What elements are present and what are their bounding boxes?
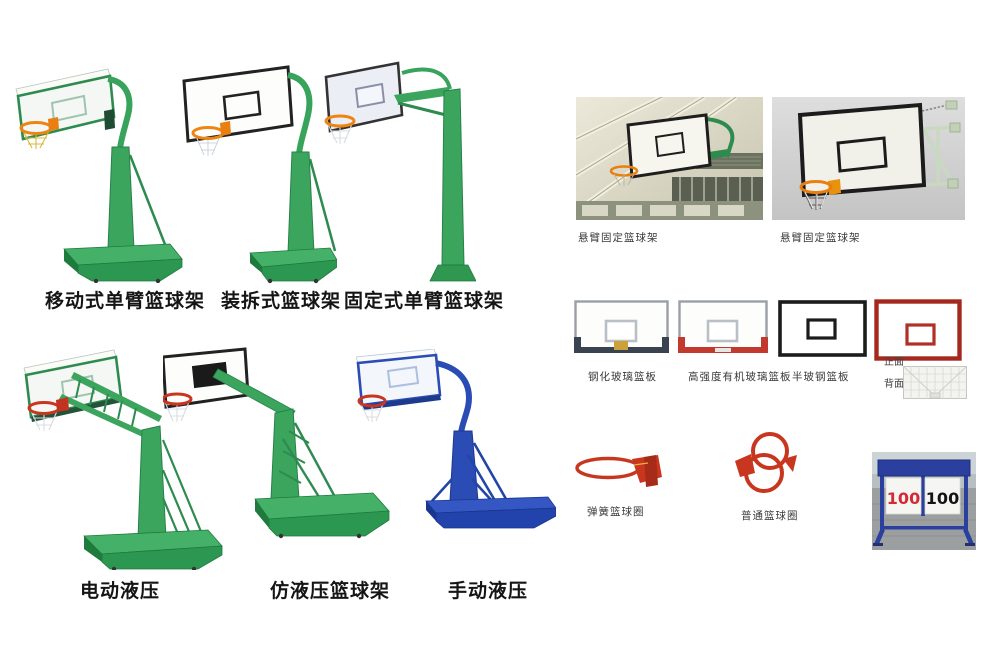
smc-backboard-drawing [778,300,867,357]
detachable-stand-figure [172,57,337,285]
scoreboard-photo: 100 100 [872,452,976,550]
fixed-single-arm-stand-figure [318,57,476,285]
wall-mounted-photo-1 [576,97,763,220]
wall-mounted-photo-1-drawing [576,97,763,220]
scoreboard-drawing: 100 100 [872,452,976,550]
wall-mounted-photo-2 [772,97,965,220]
backboard-back-label: 背面 [884,379,904,390]
red-backboard-back-figure [903,366,967,399]
wall-mounted-label-1: 悬臂固定篮球架 [578,232,659,244]
manual-hydraulic-stand-figure [356,349,556,567]
manual-hydraulic-stand-drawing [356,349,556,529]
stand2-label: 装拆式篮球架 [220,290,342,312]
electric-hydraulic-stand-figure [22,342,227,570]
tempered-glass-backboard-figure [574,300,669,358]
wall-mounted-photo-2-drawing [772,97,965,220]
spring-rim-figure [574,447,666,489]
imitation-hydraulic-stand-drawing [163,347,390,539]
backboard-label-3: 半玻钢篮板 [792,371,850,383]
tempered-glass-backboard-drawing [574,300,669,353]
stand4-label: 电动液压 [79,580,161,602]
rim-label-1: 弹簧篮球圈 [587,506,645,518]
red-backboard-back-drawing [903,366,967,399]
mobile-single-arm-stand-figure [8,55,193,283]
backboard-label-1: 钢化玻璃篮板 [588,371,657,383]
backboard-label-2: 高强度有机玻璃篮板 [688,371,792,383]
fixed-single-arm-stand-drawing [324,61,476,282]
acrylic-backboard-figure [678,300,768,358]
score-right: 100 [926,489,959,508]
wall-mounted-label-2: 悬臂固定篮球架 [780,232,861,244]
stand1-label: 移动式单臂篮球架 [44,290,206,312]
stand5-label: 仿液压篮球架 [269,580,391,602]
imitation-hydraulic-stand-figure [163,347,393,563]
ordinary-rim-figure [733,429,799,497]
smc-backboard-figure [778,300,867,357]
red-backboard-front-figure [874,299,962,361]
backboard-front-label: 正面 [884,357,904,368]
stand6-label: 手动液压 [447,580,529,602]
mobile-single-arm-stand-drawing [15,68,183,283]
score-left: 100 [887,489,920,508]
acrylic-backboard-drawing [678,300,768,353]
detachable-stand-drawing [182,65,337,284]
spring-rim-drawing [575,455,662,487]
red-backboard-front-drawing [874,299,962,361]
electric-hydraulic-stand-drawing [23,349,223,570]
rim-label-2: 普通篮球圈 [741,510,799,522]
ordinary-rim-drawing [735,432,797,493]
stand3-label: 固定式单臂篮球架 [343,290,505,312]
